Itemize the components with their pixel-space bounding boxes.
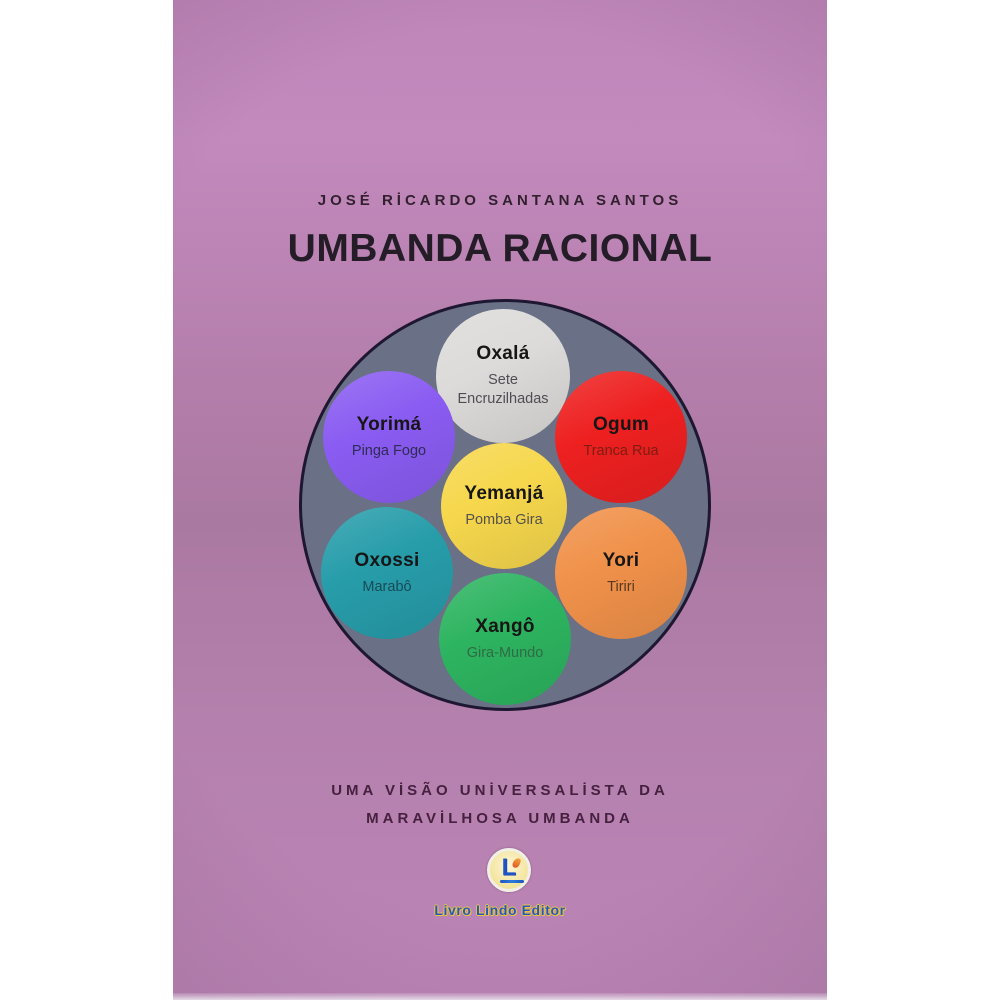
- entity-name: Yori: [602, 549, 640, 571]
- entity-circle-ogum: Ogum Tranca Rua: [555, 371, 687, 503]
- book-cover: JOSÉ RİCARDO SANTANA SANTOS UMBANDA RACI…: [173, 0, 827, 1000]
- entity-name: Oxossi: [354, 549, 420, 571]
- book-title: UMBANDA RACIONAL: [287, 227, 713, 270]
- entity-name: Ogum: [592, 413, 650, 435]
- left-white-margin: [0, 0, 173, 1000]
- tagline-line-1: UMA VİSÃO UNİVERSALİSTA DA: [331, 782, 669, 799]
- publisher-logo-icon: L: [487, 848, 531, 892]
- entity-circle-oxossi: Oxossi Marabô: [321, 507, 453, 639]
- entity-name: Xangô: [475, 615, 535, 637]
- entity-subtitle: Sete Encruzilhadas: [457, 372, 549, 407]
- entity-subtitle: Gira-Mundo: [466, 644, 544, 661]
- entity-circle-xango: Xangô Gira-Mundo: [439, 573, 571, 705]
- entity-subtitle: Pinga Fogo: [351, 442, 427, 459]
- entity-subtitle: Tiriri: [607, 578, 635, 595]
- bottom-page-edge: [173, 993, 827, 1000]
- subtitle-tagline: UMA VİSÃO UNİVERSALİSTA DA MARAVİLHOSA U…: [173, 777, 827, 833]
- entity-subtitle: Marabô: [362, 578, 412, 595]
- entity-subtitle: Tranca Rua: [583, 442, 659, 459]
- author-name: JOSÉ RİCARDO SANTANA SANTOS: [317, 192, 683, 209]
- entity-name: Yorimá: [356, 413, 422, 435]
- entity-subtitle: Pomba Gira: [465, 511, 543, 528]
- entity-circle-yori: Yori Tiriri: [555, 507, 687, 639]
- orixas-circle-diagram: Oxalá Sete Encruzilhadas Yorimá Pinga Fo…: [299, 299, 711, 711]
- entity-circle-yorima: Yorimá Pinga Fogo: [323, 371, 455, 503]
- publisher-name: Livro Lindo Editor: [434, 902, 566, 918]
- wave-icon: [500, 880, 524, 883]
- entity-name: Yemanjá: [464, 482, 544, 504]
- right-white-margin: [827, 0, 1000, 1000]
- entity-circle-yemanja: Yemanjá Pomba Gira: [441, 443, 567, 569]
- entity-name: Oxalá: [476, 343, 530, 364]
- tagline-line-2: MARAVİLHOSA UMBANDA: [366, 810, 634, 827]
- entity-circle-oxala: Oxalá Sete Encruzilhadas: [436, 309, 570, 443]
